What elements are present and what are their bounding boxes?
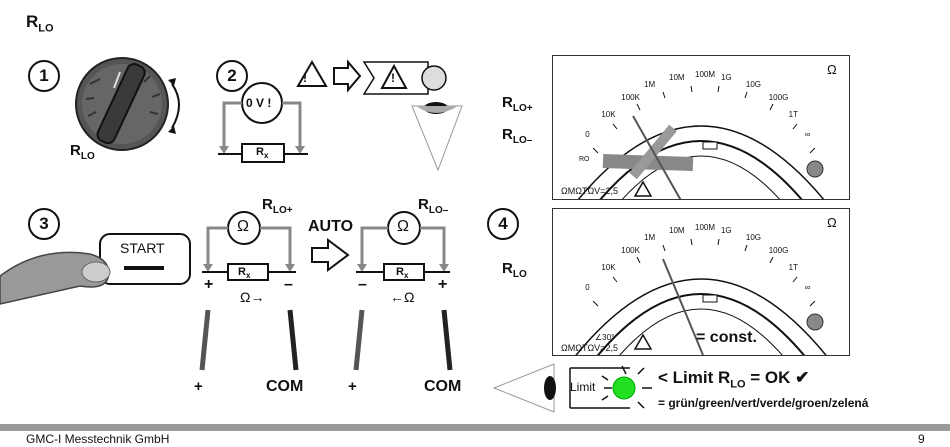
warning-mark-1: ! xyxy=(303,71,307,85)
meter-top-corner-label: RO xyxy=(579,156,590,163)
auto-label: AUTO xyxy=(308,218,354,235)
current-direction-right: ←Ω xyxy=(390,289,415,305)
circuit-rlo-plus xyxy=(199,211,299,371)
footer-page-number: 9 xyxy=(918,432,925,446)
resistor-label-left: Rx xyxy=(238,266,251,281)
scale-label: 0 xyxy=(585,283,590,293)
minus-terminal-left: – xyxy=(284,276,293,293)
finger-press-illustration xyxy=(0,233,191,305)
scale-label: 0 xyxy=(585,130,590,140)
step-4-marker: 4 xyxy=(487,208,519,240)
scale-label: ∞ xyxy=(804,130,811,140)
scale-label: 1M xyxy=(644,233,656,243)
scale-label: 10M xyxy=(669,225,685,235)
resistor-label-step2: Rx xyxy=(256,146,269,161)
scale-label: 1M xyxy=(644,80,656,90)
start-button[interactable]: START xyxy=(120,240,165,256)
const-label: = const. xyxy=(696,329,757,346)
step-2-marker: 2 xyxy=(216,60,248,92)
footer-company: GMC-I Messtechnik GmbH xyxy=(26,432,170,446)
meter-bottom-angle: ∠30° xyxy=(595,333,615,342)
meter-label-rlo-minus: RLO– xyxy=(502,126,533,146)
rotary-knob-illustration xyxy=(75,57,180,151)
limit-led-green xyxy=(612,376,636,400)
meter-display-top: Ω RO ΩMΩTΩV=2,5 0 10K 100K 1M 10M 100M 1G 10G 10… xyxy=(552,55,850,200)
resistor-label-right: Rx xyxy=(396,266,409,281)
limit-box-label: Limit xyxy=(570,380,596,394)
label-rlo-minus: RLO– xyxy=(418,196,449,216)
page-title: RLO xyxy=(26,12,54,35)
meter-scale-bottom xyxy=(575,238,827,355)
plus-terminal-left: + xyxy=(204,276,214,293)
meter-top-bottom-text: ΩMΩTΩV=2,5 xyxy=(561,186,618,196)
limit-led-diagram xyxy=(492,363,652,413)
probe-plus-left: + xyxy=(194,378,203,395)
meter-label-rlo-plus: RLO+ xyxy=(502,94,533,114)
voltage-label: 0 V ! xyxy=(246,96,272,110)
ohm-symbol-right: Ω xyxy=(397,218,409,235)
ohm-symbol-left: Ω xyxy=(237,218,249,235)
meter-bottom-omega: Ω xyxy=(827,215,837,230)
scale-label: 10M xyxy=(669,72,685,82)
probe-com-left: COM xyxy=(266,378,304,395)
scale-label: 10K xyxy=(601,262,616,272)
scale-label: 1G xyxy=(720,72,732,82)
current-direction-left: Ω→ xyxy=(240,289,265,305)
auto-arrow-icon xyxy=(311,238,350,272)
knob-label: RLO xyxy=(70,142,95,162)
scale-label: 100K xyxy=(621,245,640,255)
plus-terminal-right: + xyxy=(438,276,448,293)
warning-mark-2: ! xyxy=(391,71,395,85)
scale-label: 100M xyxy=(695,223,716,232)
scale-label: 100M xyxy=(695,70,716,79)
meter-bottom-bottom-text: ΩMΩTΩV=2,5 xyxy=(561,343,618,353)
probe-com-right: COM xyxy=(424,378,462,395)
probe-plus-right: + xyxy=(348,378,357,395)
minus-terminal-right: – xyxy=(358,276,367,293)
scale-label: 100K xyxy=(621,92,640,102)
meter-top-omega: Ω xyxy=(827,62,837,77)
scale-label: 10K xyxy=(601,109,616,119)
meter-label-rlo: RLO xyxy=(502,260,527,280)
scale-label: 100G xyxy=(768,245,789,255)
limit-color-names: = grün/green/vert/verde/groen/zelená xyxy=(658,396,869,410)
scale-label: 10G xyxy=(745,80,761,90)
scale-label: 1T xyxy=(788,262,798,272)
scale-label: ∞ xyxy=(804,283,811,293)
scale-label: 1G xyxy=(720,225,732,235)
label-rlo-plus: RLO+ xyxy=(262,196,293,216)
voltage-check-diagram xyxy=(218,59,463,172)
meter-display-bottom: Ω ∠30° ΩMΩTΩV=2,5 0 10K 100K 1M 10M 100M 1G 10G… xyxy=(552,208,850,356)
circuit-rlo-minus xyxy=(353,211,453,371)
footer-bar xyxy=(0,424,950,431)
scale-label: 10G xyxy=(745,233,761,243)
scale-label: 1T xyxy=(788,109,798,119)
step-3-marker: 3 xyxy=(28,208,60,240)
scale-label: 100G xyxy=(768,92,789,102)
limit-result: < Limit RLO = OK ✔ xyxy=(658,368,810,391)
step-1-marker: 1 xyxy=(28,60,60,92)
meter-scale-top xyxy=(577,85,825,199)
